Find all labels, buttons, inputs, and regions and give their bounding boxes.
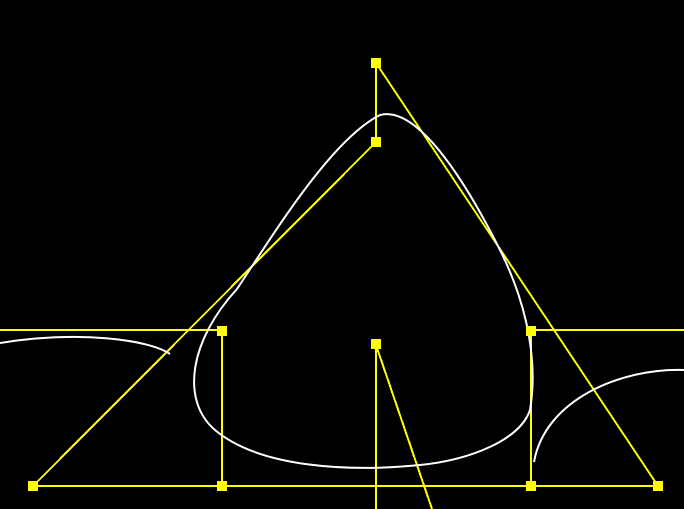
base-right-inner-handle-icon[interactable] — [526, 481, 536, 491]
base-right-outer-handle-icon[interactable] — [653, 481, 663, 491]
mid-left-handle-icon[interactable] — [217, 326, 227, 336]
base-left-outer-handle-icon[interactable] — [28, 481, 38, 491]
bezier-curves — [0, 113, 684, 469]
teardrop-curve[interactable] — [193, 113, 534, 469]
apex-top-handle-icon[interactable] — [371, 58, 381, 68]
right-curve[interactable] — [533, 368, 684, 463]
mid-right-handle-icon[interactable] — [526, 326, 536, 336]
base-left-inner-handle-icon[interactable] — [217, 481, 227, 491]
center-handle-icon[interactable] — [371, 339, 381, 349]
apex-inner-handle-icon[interactable] — [371, 137, 381, 147]
main-bezier-curve[interactable] — [0, 336, 171, 355]
center-diagonal-guide — [375, 344, 433, 509]
left-diagonal-guide — [32, 141, 377, 487]
control-polygon — [0, 62, 684, 509]
right-diagonal-guide — [375, 62, 659, 487]
control-point-handles — [28, 58, 663, 491]
